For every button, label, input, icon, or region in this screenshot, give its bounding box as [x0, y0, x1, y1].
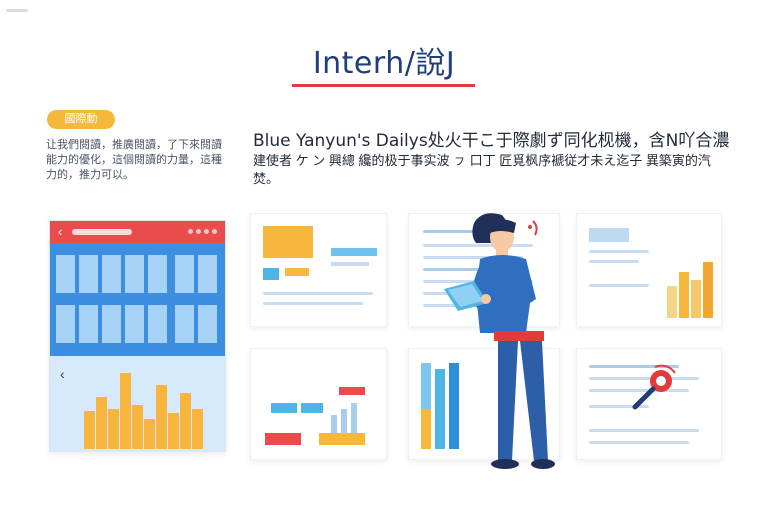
card-chart	[576, 213, 722, 327]
chevron-left-icon[interactable]: ‹	[60, 366, 65, 382]
card-search	[576, 348, 722, 460]
card-flowchart	[250, 348, 387, 460]
dashboard-panel: ‹ ‹	[49, 220, 226, 452]
card-image	[250, 213, 387, 327]
subheadline: 建使者 ケ ン 興總 纔的极于事实波 ㇷ 口丁 匠覓枫序褫従才未え迄子 異築寅的…	[253, 153, 711, 186]
panel-header: ‹	[50, 221, 225, 243]
category-badge: 國際動	[47, 110, 115, 129]
page-title: Interh/說J	[312, 46, 456, 81]
tablet-icon	[444, 281, 488, 311]
title-underline	[292, 84, 475, 87]
dots-icon[interactable]	[188, 229, 217, 234]
back-arrow-icon[interactable]: ‹	[58, 224, 63, 239]
top-decor-line	[6, 9, 28, 12]
panel-grid	[50, 243, 225, 383]
panel-chart-area: ‹	[50, 356, 225, 451]
card-image-thumb	[263, 226, 313, 258]
intro-left-text: 让我們閱讀，推廣閱讀，了下來閱讀能力的優化，這個閱讀的力量，這種力的，推力可以。	[46, 139, 222, 181]
panel-title-bar	[72, 229, 132, 235]
person-illustration	[444, 213, 555, 469]
headline: Blue Yanyun's Dailys处火干こ于際劇ず同化枧機，含N吖合濃	[253, 131, 730, 151]
magnifier-icon	[632, 364, 676, 410]
